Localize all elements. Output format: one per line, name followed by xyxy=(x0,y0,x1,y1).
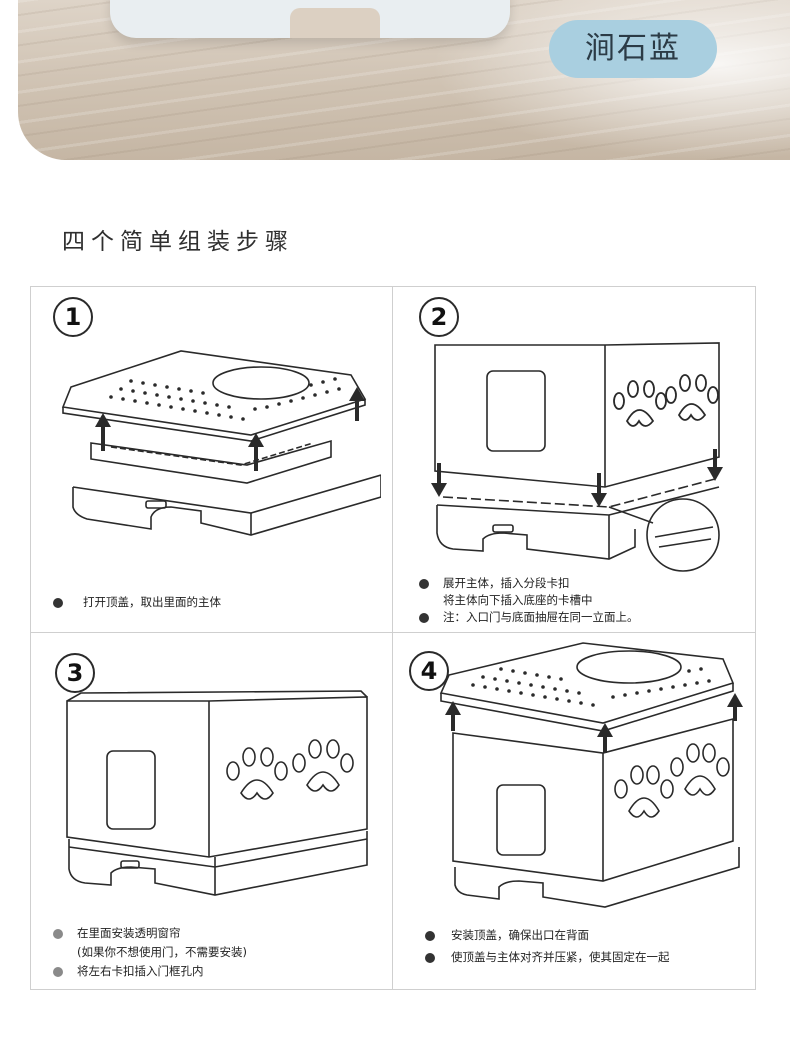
drawer-notch xyxy=(290,8,380,38)
step-4-illustration xyxy=(439,642,743,908)
step-panel-2: 2 xyxy=(392,286,756,634)
step-panel-1: 1 打开顶盖，取出里面的主体 xyxy=(30,286,393,634)
step-number-2: 2 xyxy=(419,297,459,337)
color-name-badge: 涧石蓝 xyxy=(549,20,717,78)
section-title: 四个简单组装步骤 xyxy=(62,229,294,255)
step-panel-4: 4 安装顶 xyxy=(392,632,756,990)
step-3-note-2: (如果你不想使用门，不需要安装) xyxy=(77,945,247,959)
bullet xyxy=(419,613,429,623)
step-2-illustration xyxy=(431,342,723,572)
bullet xyxy=(425,931,435,941)
step-2-note-3: 注：入口门与底面抽屉在同一立面上。 xyxy=(443,610,639,624)
step-2-note-1: 展开主体，插入分段卡扣 xyxy=(443,576,570,590)
bullet xyxy=(53,598,63,608)
litter-box-photo xyxy=(110,0,510,38)
step-4-note-2: 使顶盖与主体对齐并压紧，使其固定在一起 xyxy=(451,950,670,964)
step-panel-3: 3 在里面安装透明窗帘 (如果你不想使用门，不需要安装) 将左右卡扣插入门框孔内 xyxy=(30,632,393,990)
step-3-note-3: 将左右卡扣插入门框孔内 xyxy=(77,964,204,978)
step-3-note-1: 在里面安装透明窗帘 xyxy=(77,926,181,940)
step-4-note-1: 安装顶盖，确保出口在背面 xyxy=(451,928,589,942)
bullet xyxy=(425,953,435,963)
bullet xyxy=(419,579,429,589)
step-1-illustration xyxy=(61,350,381,536)
step-3-illustration xyxy=(66,690,368,896)
step-number-3: 3 xyxy=(55,653,95,693)
bullet xyxy=(53,967,63,977)
step-number-1: 1 xyxy=(53,297,93,337)
bullet xyxy=(53,929,63,939)
step-2-note-2: 将主体向下插入底座的卡槽中 xyxy=(443,593,593,607)
step-1-note-1: 打开顶盖，取出里面的主体 xyxy=(83,595,221,609)
step-number-4: 4 xyxy=(409,651,449,691)
